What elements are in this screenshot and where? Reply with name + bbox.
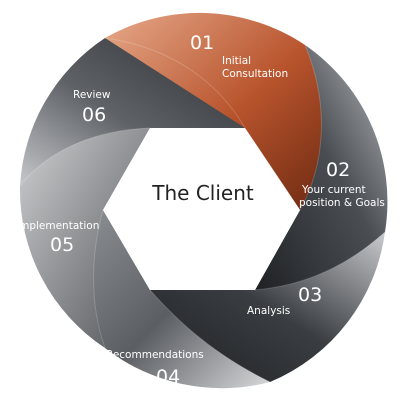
segment-04-number: 04 [156,366,180,388]
segment-02-label: Your current position & Goals [299,184,385,209]
segment-02-shape [255,45,388,290]
segment-01-label: Initial Consultation [222,55,288,80]
segment-06-number: 06 [82,104,106,126]
segment-03-label: Analysis [247,305,290,317]
segment-06-label: Review [73,89,111,101]
segment-03-number: 03 [298,284,322,306]
segment-01-shape [105,12,322,210]
segment-04-shape [93,210,270,389]
segment-04-label: Recommendations [106,349,204,361]
segment-01-label-line-1: Initial [222,55,251,67]
segment-01-label-line-2: Consultation [222,68,288,80]
segment-05-label: Implementation [16,220,99,232]
center-hexagon [103,128,300,290]
segment-01-number: 01 [190,32,214,54]
segment-02-label-line-2: position & Goals [299,197,385,209]
segment-02-label-line-1: Your current [301,184,366,196]
segment-05-number: 05 [50,234,74,256]
center-label: The Client [151,181,254,205]
segment-02-number: 02 [326,159,350,181]
segment-05-shape [19,128,151,348]
